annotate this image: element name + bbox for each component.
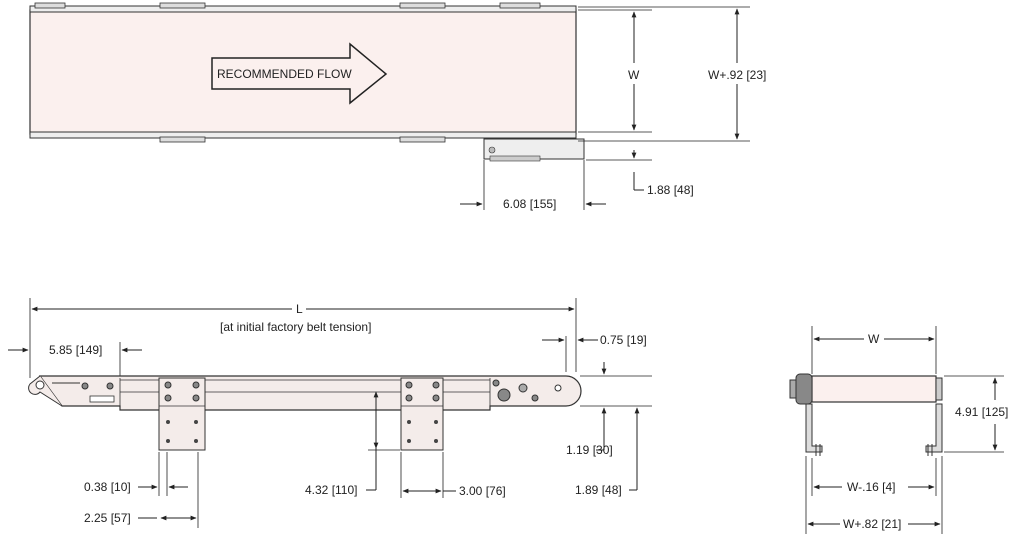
mount-bracket-left: [158, 377, 206, 451]
dim-end-height: 4.91 [125]: [955, 405, 1008, 419]
end-frame-left: [805, 403, 823, 453]
flow-arrow: [211, 42, 388, 105]
side-view: L [at initial factory belt tension] 5.85…: [8, 298, 652, 528]
dim-right-offset: 0.75 [19]: [600, 333, 647, 347]
end-frame-right: [925, 403, 943, 453]
dim-left-offset: 5.85 [149]: [49, 343, 102, 357]
dim-drive-offset: 1.88 [48]: [647, 183, 694, 197]
dim-drive-length: 6.08 [155]: [503, 197, 556, 211]
dim-w-plus-top: W+.92 [23]: [708, 68, 766, 82]
dim-length: L: [296, 302, 303, 316]
flow-label: RECOMMENDED FLOW: [217, 67, 352, 81]
end-view: W 4.91 [125] W-.16 [4] W+.82 [21]: [789, 326, 1008, 534]
end-roller: [811, 375, 937, 403]
dim-stand-height: 4.32 [110]: [305, 483, 358, 497]
top-view: RECOMMENDED FLOW W W+.92 [23] 6.08 [155]…: [29, 2, 766, 211]
dim-overall-height: 1.89 [48]: [575, 483, 622, 497]
dim-w-top: W: [628, 68, 640, 82]
dim-w-minus: W-.16 [4]: [847, 480, 895, 494]
mount-bracket-right: [400, 377, 444, 451]
dim-w-end: W: [868, 332, 880, 346]
dim-height: 1.19 [30]: [566, 443, 613, 457]
dim-mount-width: 2.25 [57]: [84, 511, 131, 525]
top-rail: [29, 5, 577, 13]
bottom-rail: [29, 131, 577, 139]
length-note: [at initial factory belt tension]: [220, 320, 371, 334]
dim-slot: 0.38 [10]: [84, 480, 131, 494]
dim-w-plus-end: W+.82 [21]: [843, 517, 901, 531]
dim-mount-spacing: 3.00 [76]: [459, 484, 506, 498]
